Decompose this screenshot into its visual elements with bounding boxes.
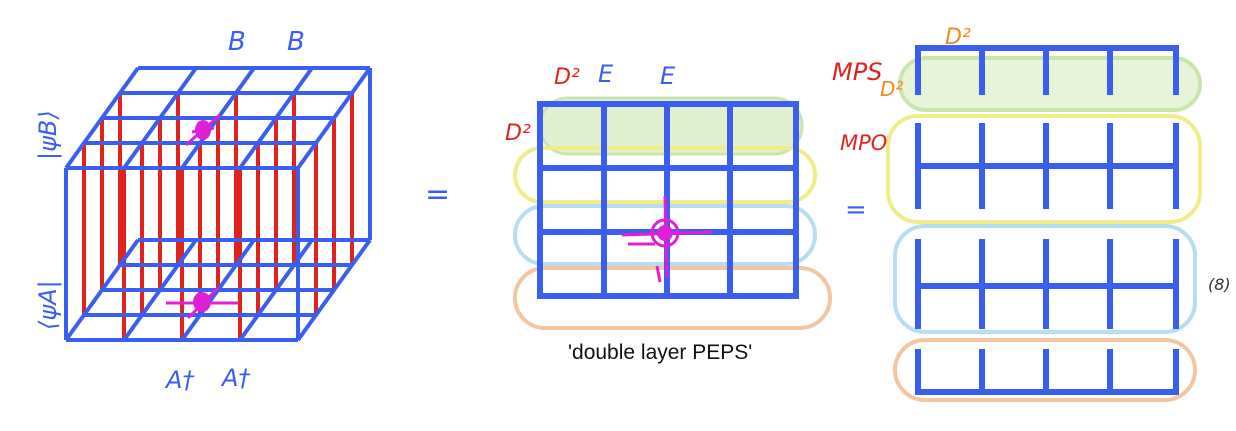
equals-sign-2: = bbox=[845, 195, 867, 225]
peps-d2-left-label: D² bbox=[505, 121, 531, 146]
mpo-label: MPO bbox=[840, 131, 887, 155]
cube-bottom-layer-line bbox=[122, 238, 198, 342]
double-layer-peps: D² D² E E 'double layer PEPS' bbox=[505, 60, 832, 364]
stack-d2-top-label: D² bbox=[945, 25, 971, 50]
mps-mpo-stack: MPS MPO D² D² (8) bbox=[832, 25, 1231, 402]
peps-e-label-2: E bbox=[660, 62, 676, 90]
stack-mps-band-top bbox=[898, 56, 1202, 112]
stack-d2-left-label: D² bbox=[880, 77, 903, 101]
stack-mps-band-bottom bbox=[893, 338, 1197, 402]
peps-e-label-1: E bbox=[598, 60, 614, 88]
cube-lattice-lines bbox=[64, 66, 372, 342]
equation-number: (8) bbox=[1208, 275, 1231, 294]
peps-mps-band-bottom bbox=[513, 266, 832, 330]
cube-bottom-operator-icon bbox=[166, 286, 238, 320]
cube-ket-label: |ψB⟩ bbox=[34, 110, 62, 160]
stack-mpo-band-2 bbox=[893, 224, 1197, 334]
cube-top-label-2: B bbox=[287, 27, 305, 57]
cube-bottom-label-2: A† bbox=[220, 364, 251, 392]
cube-top-layer-line bbox=[238, 66, 314, 170]
stack-tensor-lines bbox=[915, 45, 1179, 395]
cube-bottom-layer-line bbox=[296, 238, 372, 342]
cube-bra-label: ⟨ψA| bbox=[34, 280, 62, 330]
peps-operator-icon bbox=[621, 195, 713, 283]
peps-caption: 'double layer PEPS' bbox=[568, 341, 752, 364]
cube-top-label-1: B bbox=[228, 27, 246, 57]
cube-bottom-layer-line bbox=[64, 238, 140, 342]
cube-top-layer-line bbox=[64, 66, 140, 170]
peps-d2-top-label: D² bbox=[554, 65, 580, 90]
cube-top-operator-icon bbox=[185, 113, 221, 147]
stack-mpo-band-1 bbox=[886, 114, 1202, 224]
cube-top-layer-line bbox=[122, 66, 198, 170]
cube-diagram: B B A† A† |ψB⟩ ⟨ψA| bbox=[34, 27, 372, 394]
cube-bottom-label-1: A† bbox=[164, 366, 195, 394]
equals-sign-1: = bbox=[425, 177, 450, 212]
mps-label: MPS bbox=[832, 58, 882, 86]
cube-vertical-bonds bbox=[64, 93, 354, 340]
cube-top-layer-line bbox=[296, 66, 372, 170]
